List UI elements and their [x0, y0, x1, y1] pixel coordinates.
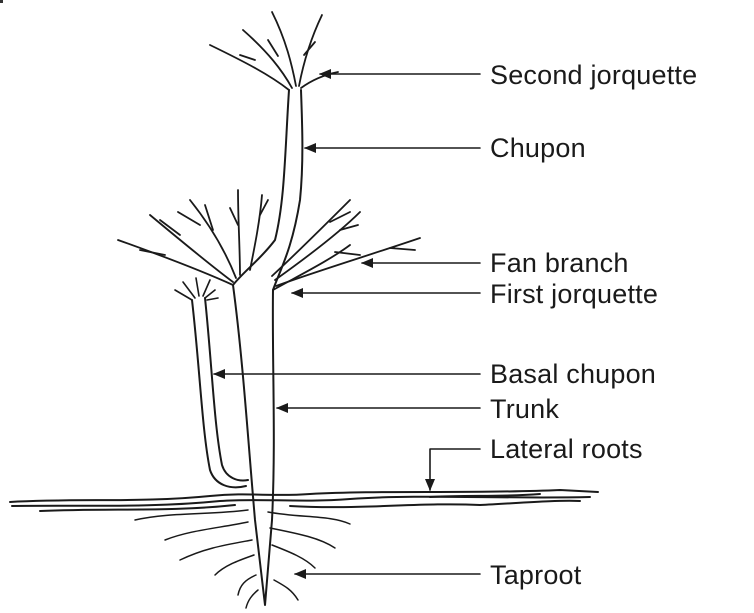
chupon-shape: [233, 90, 289, 285]
second-jorquette-branches: [210, 12, 338, 90]
label-first-jorquette: First jorquette: [490, 279, 658, 309]
tree-drawing: [10, 12, 598, 608]
basal-chupon-crown: [175, 278, 218, 300]
label-fan-branch: Fan branch: [490, 248, 629, 278]
fan-branches: [118, 190, 420, 290]
label-lateral-roots: Lateral roots: [490, 434, 643, 464]
label-second-jorquette: Second jorquette: [490, 60, 697, 90]
label-trunk: Trunk: [490, 394, 559, 424]
label-basal-chupon: Basal chupon: [490, 359, 656, 389]
trunk-shape: [233, 285, 274, 605]
label-chupon: Chupon: [490, 133, 586, 163]
ground-lines: [10, 490, 598, 511]
lateral-roots: [135, 510, 350, 608]
label-taproot: Taproot: [490, 560, 581, 590]
